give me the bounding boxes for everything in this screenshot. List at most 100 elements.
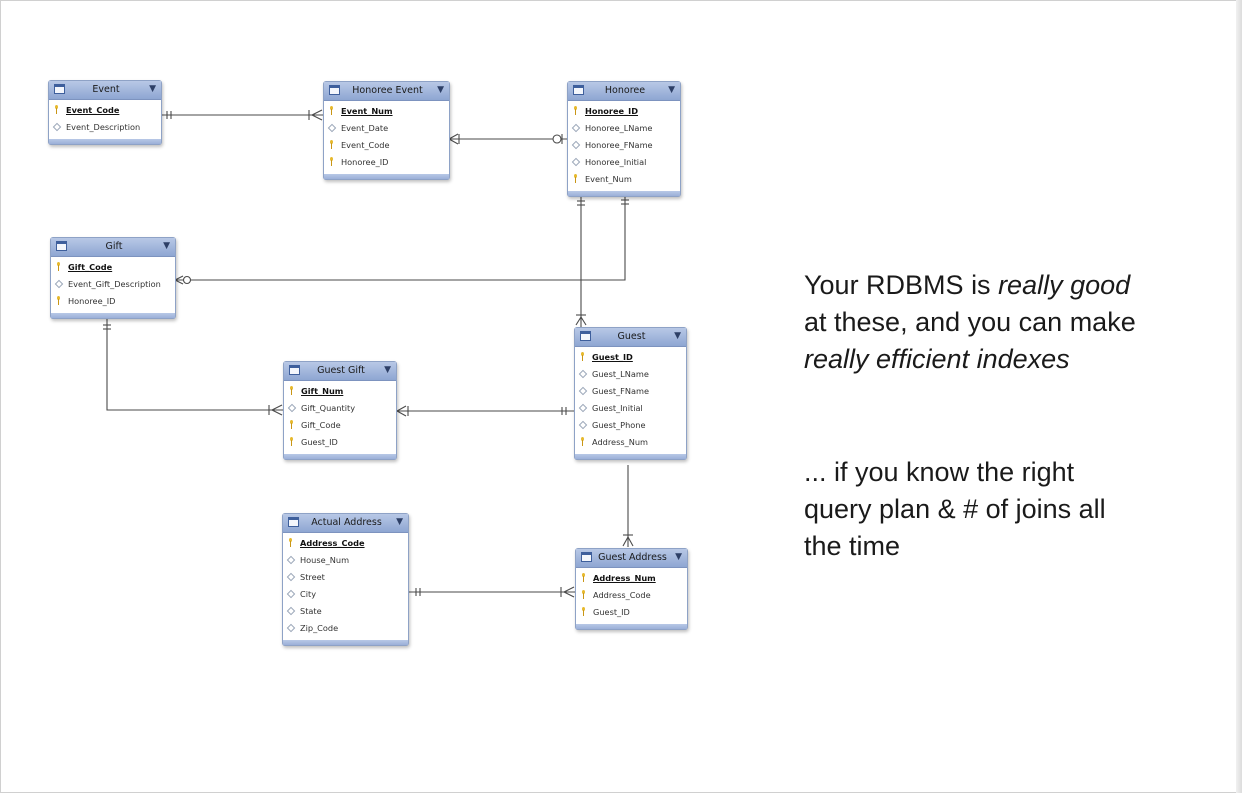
primary-key-field[interactable]: Guest_ID [575, 349, 686, 366]
column-field[interactable]: Guest_Phone [575, 417, 686, 434]
column-field[interactable]: City [283, 586, 408, 603]
column-field[interactable]: Honoree_LName [568, 120, 680, 137]
column-diamond-icon [55, 279, 62, 288]
foreign-key-field[interactable]: Event_Code [324, 137, 449, 154]
rel-gift-guest-gift [103, 319, 283, 416]
dropdown-arrow-icon[interactable]: ▼ [675, 552, 682, 562]
primary-key-field[interactable]: Event_Num [324, 103, 449, 120]
column-diamond-icon [579, 403, 586, 412]
field-name: Guest_Initial [592, 403, 643, 413]
key-icon [572, 174, 579, 183]
field-name: Honoree_ID [341, 157, 389, 167]
column-field[interactable]: Guest_FName [575, 383, 686, 400]
column-field[interactable]: Zip_Code [283, 620, 408, 637]
dropdown-arrow-icon[interactable]: ▼ [149, 84, 156, 94]
table-icon [581, 552, 592, 562]
field-name: Guest_ID [301, 437, 338, 447]
column-diamond-icon [572, 140, 579, 149]
field-name: Street [300, 572, 325, 582]
table-footer [324, 174, 449, 179]
column-field[interactable]: Event_Date [324, 120, 449, 137]
field-name: Event_Num [341, 106, 393, 116]
column-field[interactable]: State [283, 603, 408, 620]
table-header[interactable]: Actual Address ▼ [283, 514, 408, 533]
table-name: Guest [617, 331, 646, 342]
foreign-key-field[interactable]: Gift_Code [284, 417, 396, 434]
table-name: Guest Address [598, 552, 667, 563]
dropdown-arrow-icon[interactable]: ▼ [163, 241, 170, 251]
column-diamond-icon [579, 420, 586, 429]
table-header[interactable]: Guest ▼ [575, 328, 686, 347]
column-field[interactable]: Event_Gift_Description [51, 276, 175, 293]
key-icon [53, 105, 60, 114]
table-header[interactable]: Gift ▼ [51, 238, 175, 257]
primary-key-field[interactable]: Gift_Code [51, 259, 175, 276]
table-footer [283, 640, 408, 645]
primary-key-field[interactable]: Gift_Num [284, 383, 396, 400]
slide-text-line-6: the time [804, 531, 901, 561]
primary-key-field[interactable]: Event_Code [49, 102, 161, 119]
column-field[interactable]: Street [283, 569, 408, 586]
table-footer [575, 454, 686, 459]
column-field[interactable]: Honoree_Initial [568, 154, 680, 171]
dropdown-arrow-icon[interactable]: ▼ [384, 365, 391, 375]
table-header[interactable]: Guest Address ▼ [576, 549, 687, 568]
field-name: Address_Code [593, 590, 651, 600]
column-field[interactable]: Guest_LName [575, 366, 686, 383]
foreign-key-field[interactable]: Address_Num [575, 434, 686, 451]
field-name: Event_Code [66, 105, 120, 115]
dropdown-arrow-icon[interactable]: ▼ [674, 331, 681, 341]
foreign-key-field[interactable]: Event_Num [568, 171, 680, 188]
primary-key-field[interactable]: Address_Num [576, 570, 687, 587]
dropdown-arrow-icon[interactable]: ▼ [668, 85, 675, 95]
rel-gift-honoree [174, 194, 629, 285]
slide-text-line-1: Your RDBMS is really good [804, 267, 1130, 305]
column-field[interactable]: Gift_Quantity [284, 400, 396, 417]
foreign-key-field[interactable]: Guest_ID [576, 604, 687, 621]
key-icon [288, 437, 295, 446]
table-header[interactable]: Honoree ▼ [568, 82, 680, 101]
table-icon [54, 84, 65, 94]
field-name: Gift_Quantity [301, 403, 356, 413]
column-field[interactable]: House_Num [283, 552, 408, 569]
column-field[interactable]: Honoree_FName [568, 137, 680, 154]
column-field[interactable]: Guest_Initial [575, 400, 686, 417]
table-header[interactable]: Honoree Event ▼ [324, 82, 449, 101]
slide-text-line-5: query plan & # of joins all [804, 494, 1106, 524]
foreign-key-field[interactable]: Honoree_ID [324, 154, 449, 171]
table-footer [568, 191, 680, 196]
field-name: Event_Code [341, 140, 390, 150]
key-icon [580, 573, 587, 582]
dropdown-arrow-icon[interactable]: ▼ [437, 85, 444, 95]
field-name: Event_Date [341, 123, 389, 133]
field-name: Honoree_ID [68, 296, 116, 306]
primary-key-field[interactable]: Honoree_ID [568, 103, 680, 120]
table-footer [576, 624, 687, 629]
foreign-key-field[interactable]: Honoree_ID [51, 293, 175, 310]
foreign-key-field[interactable]: Address_Code [576, 587, 687, 604]
table-icon [329, 85, 340, 95]
table-footer [51, 313, 175, 318]
foreign-key-field[interactable]: Guest_ID [284, 434, 396, 451]
field-name: Gift_Code [301, 420, 341, 430]
slide-text-plain: Your RDBMS is [804, 270, 999, 300]
table-footer [49, 139, 161, 144]
dropdown-arrow-icon[interactable]: ▼ [396, 517, 403, 527]
table-header[interactable]: Event ▼ [49, 81, 161, 100]
field-name: Zip_Code [300, 623, 339, 633]
column-diamond-icon [579, 386, 586, 395]
table-icon [288, 517, 299, 527]
table-header[interactable]: Guest Gift ▼ [284, 362, 396, 381]
column-field[interactable]: Event_Description [49, 119, 161, 136]
primary-key-field[interactable]: Address_Code [283, 535, 408, 552]
